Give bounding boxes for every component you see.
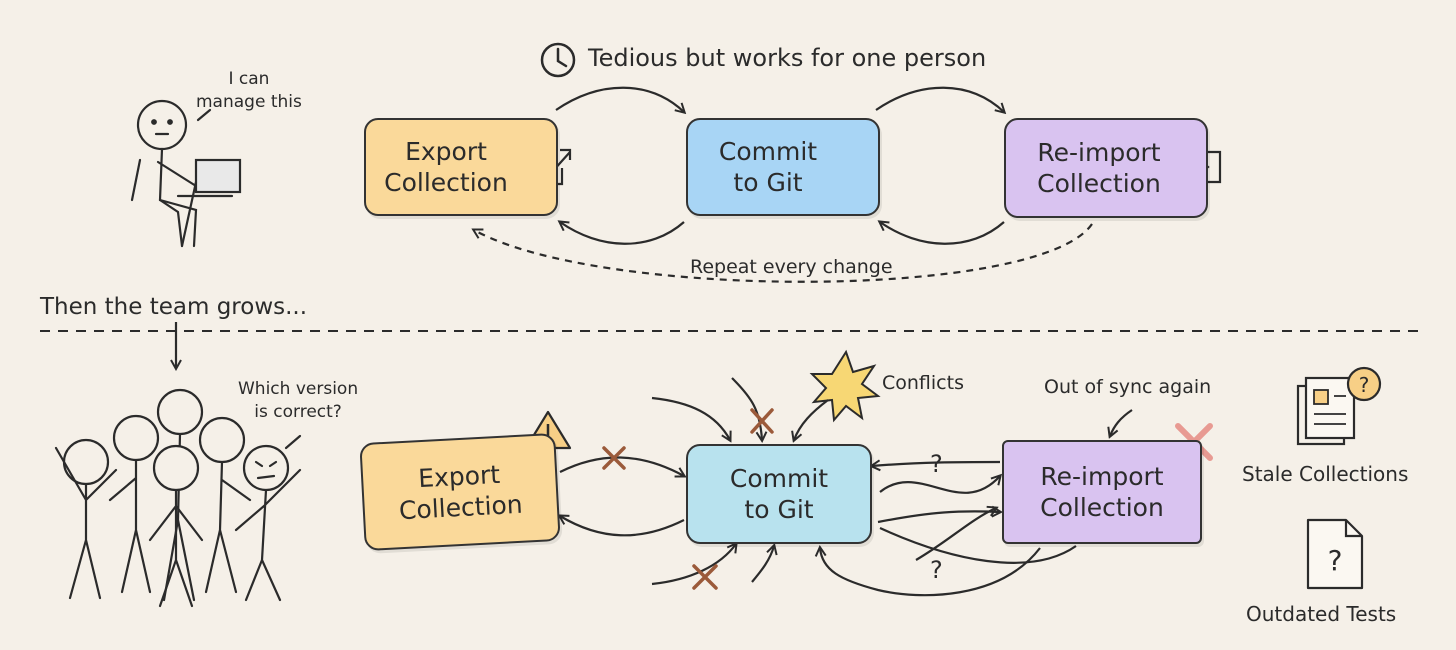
top-reimport-collection-box: Re-import Collection: [1004, 118, 1208, 218]
bottom-export-collection-box: Export Collection: [359, 432, 561, 552]
top-commit-git-box: Commit to Git: [686, 118, 880, 216]
out-of-sync-label: Out of sync again: [1044, 376, 1212, 398]
conflict-burst-icon: [809, 349, 881, 423]
file-question-icon: [1306, 518, 1364, 590]
bottom-chaos-arrows: [560, 377, 1133, 597]
outdated-tests-label: Outdated Tests: [1246, 602, 1397, 626]
question-mark-upper: ?: [930, 450, 943, 478]
top-title: Tedious but works for one person: [588, 44, 987, 72]
outdated-qmark: ?: [1328, 544, 1343, 577]
repeat-label: Repeat every change: [690, 256, 893, 278]
team-crowd-figures: [54, 388, 302, 608]
stale-qmark: ?: [1359, 373, 1370, 397]
top-flow-arrows: [474, 86, 1093, 283]
bottom-export-label: Export Collection: [398, 459, 524, 526]
question-mark-lower: ?: [930, 556, 943, 584]
team-speech-bubble: Which version is correct?: [238, 379, 359, 422]
document-question-icon: [1296, 366, 1382, 446]
bottom-reimport-collection-box: Re-import Collection: [1002, 440, 1202, 544]
stale-collections-label: Stale Collections: [1242, 462, 1409, 486]
top-export-label: Export Collection: [384, 136, 508, 197]
top-export-collection-box: Export Collection: [364, 118, 558, 216]
bottom-reimport-label: Re-import Collection: [1040, 461, 1164, 522]
clock-icon: [540, 42, 576, 78]
bottom-commit-label: Commit to Git: [729, 463, 829, 524]
solo-speech-bubble: I can manage this: [196, 69, 302, 112]
top-reimport-label: Re-import Collection: [1037, 137, 1161, 198]
bottom-commit-git-box: Commit to Git: [686, 444, 872, 544]
divider-text: Then the team grows...: [40, 294, 308, 320]
solo-person-figure: [130, 99, 242, 248]
conflict-x-marks: [602, 408, 774, 590]
conflicts-label: Conflicts: [882, 372, 964, 394]
top-commit-label: Commit to Git: [718, 136, 818, 197]
